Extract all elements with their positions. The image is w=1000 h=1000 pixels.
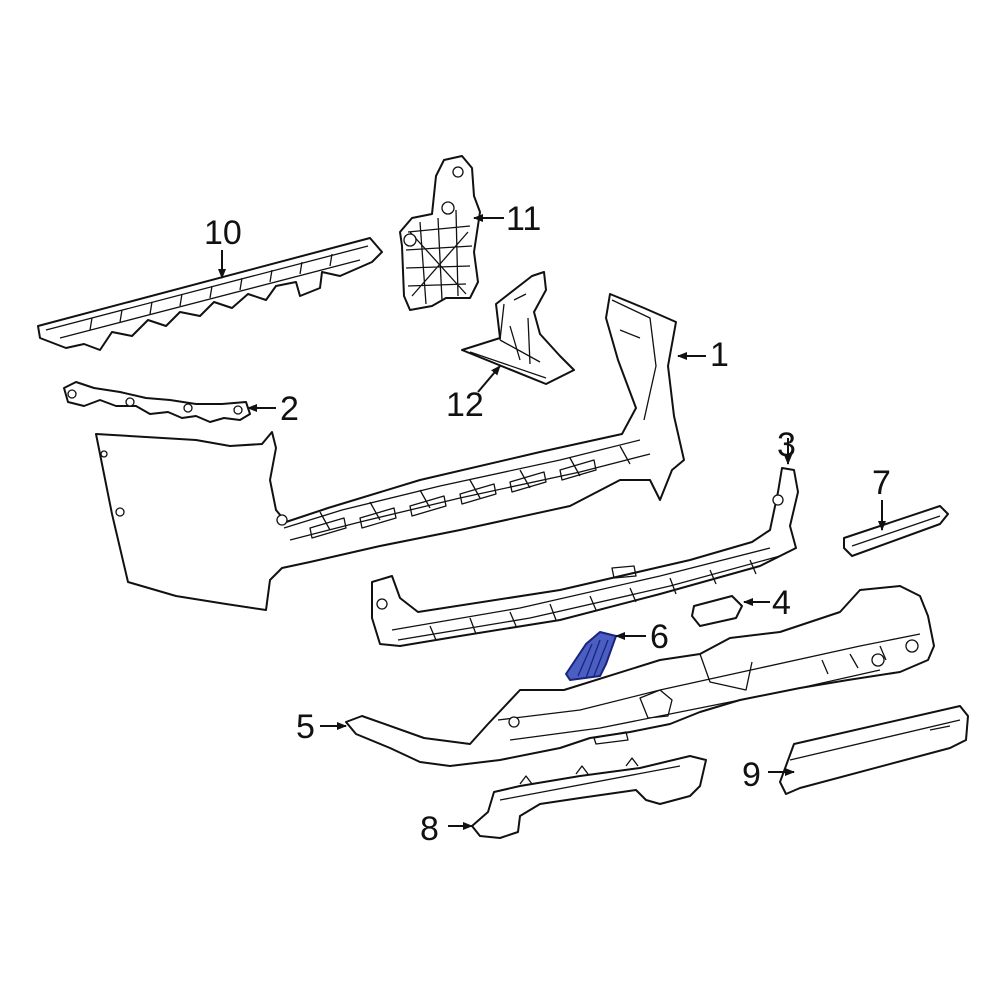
callout-labels: 1 2 3 4 5 6 7 8 9 10 11 12 <box>204 200 891 848</box>
part-4-pad[interactable] <box>691 595 743 627</box>
callout-2[interactable]: 2 <box>280 390 299 428</box>
leader-lines <box>218 214 886 830</box>
callout-11[interactable]: 11 <box>506 200 541 238</box>
part-7-trim[interactable] <box>843 505 949 557</box>
part-12-bracket[interactable] <box>461 271 575 385</box>
callout-5[interactable]: 5 <box>296 708 315 746</box>
callout-9[interactable]: 9 <box>742 756 761 794</box>
leader-12 <box>477 365 501 393</box>
callout-12[interactable]: 12 <box>446 386 484 424</box>
callout-1[interactable]: 1 <box>710 336 729 374</box>
part-8-lower-trim[interactable] <box>471 755 707 839</box>
part-1-bumper-cover[interactable] <box>95 293 685 611</box>
part-10-reinforcement[interactable] <box>37 237 383 351</box>
callout-10[interactable]: 10 <box>204 214 242 252</box>
part-2-bracket[interactable] <box>63 381 251 423</box>
callout-8[interactable]: 8 <box>420 810 439 848</box>
part-3-absorber[interactable] <box>371 467 799 647</box>
callout-3[interactable]: 3 <box>777 426 796 464</box>
callout-7[interactable]: 7 <box>872 464 891 502</box>
callout-4[interactable]: 4 <box>772 584 791 622</box>
callout-6[interactable]: 6 <box>650 618 669 656</box>
part-6-bracket-highlighted[interactable] <box>565 631 617 681</box>
part-9-side-trim[interactable] <box>779 705 969 795</box>
part-5-lower-valance[interactable] <box>345 585 935 767</box>
part-11-side-bracket[interactable] <box>399 155 481 311</box>
